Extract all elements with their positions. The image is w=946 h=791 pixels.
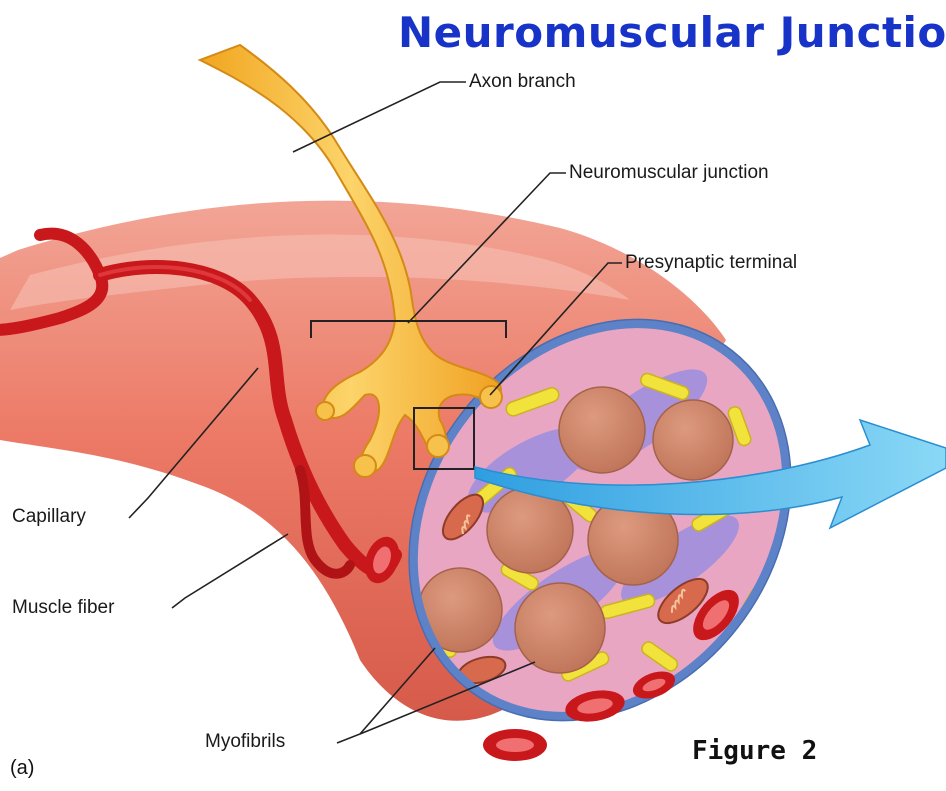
label-muscle-fiber: Muscle fiber (12, 597, 114, 619)
page-title: Neuromuscular Junction (398, 8, 946, 57)
label-capillary: Capillary (12, 506, 86, 528)
label-presynaptic-terminal: Presynaptic terminal (625, 252, 797, 274)
label-neuromuscular-junction: Neuromuscular junction (569, 162, 769, 184)
label-axon-branch: Axon branch (469, 71, 576, 93)
panel-label: (a) (10, 757, 34, 780)
figure-label: Figure 2 (692, 736, 817, 766)
label-myofibrils: Myofibrils (205, 731, 285, 753)
